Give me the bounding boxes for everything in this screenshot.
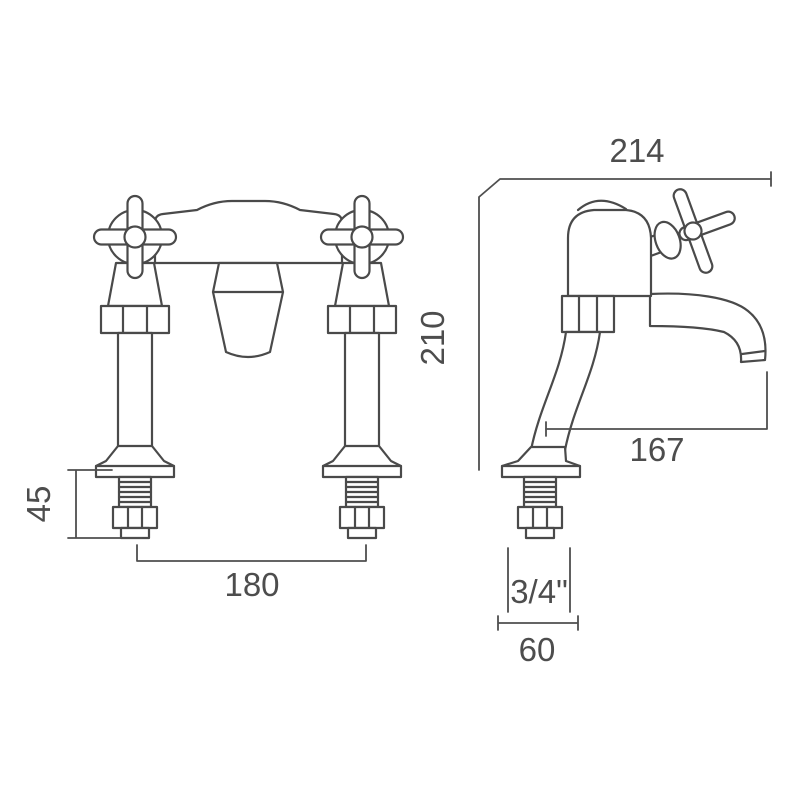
dimension-lines (67, 171, 772, 631)
dim-label-overall-height: 210 (414, 310, 451, 365)
left-tube (116, 331, 154, 450)
dim-line-top-width (478, 171, 772, 471)
right-tube (343, 331, 381, 450)
dim-line-tap-centres (136, 544, 367, 562)
side-spout (648, 292, 767, 364)
left-backnut (111, 505, 159, 530)
dim-line-thread-length (67, 469, 143, 539)
center-spout (211, 261, 285, 359)
dim-line-spout-projection (545, 371, 768, 437)
right-tail (346, 526, 378, 540)
front-view (92, 194, 405, 540)
left-hex-nut (99, 304, 171, 335)
side-tail (524, 526, 556, 540)
side-body (566, 208, 653, 298)
right-cross-handle-icon (319, 194, 405, 280)
dim-label-base-width: 60 (519, 631, 556, 668)
dim-label-top-width: 214 (609, 132, 664, 169)
right-pillar (321, 261, 403, 540)
right-flange (321, 444, 403, 479)
dim-label-spout-projection: 167 (629, 431, 684, 468)
left-cross-handle-icon (92, 194, 178, 280)
side-backnut (516, 505, 564, 530)
dim-line-base-width (497, 615, 579, 631)
dim-label-thread-length: 45 (20, 486, 57, 523)
dimension-labels: 214 210 167 45 180 3/4" 60 (20, 132, 685, 668)
dim-label-thread-size: 3/4" (510, 573, 568, 610)
right-backnut (338, 505, 386, 530)
dim-label-tap-centres: 180 (224, 566, 279, 603)
dim-line-thread-size (507, 547, 571, 613)
bridge (153, 199, 344, 265)
side-flange (500, 445, 582, 479)
left-tail (119, 526, 151, 540)
side-view (500, 188, 767, 540)
side-cross-handle-icon (628, 188, 736, 274)
left-flange (94, 444, 176, 479)
left-pillar (94, 261, 176, 540)
side-hex-nut (560, 294, 616, 334)
right-hex-nut (326, 304, 398, 335)
side-tube (529, 330, 602, 452)
